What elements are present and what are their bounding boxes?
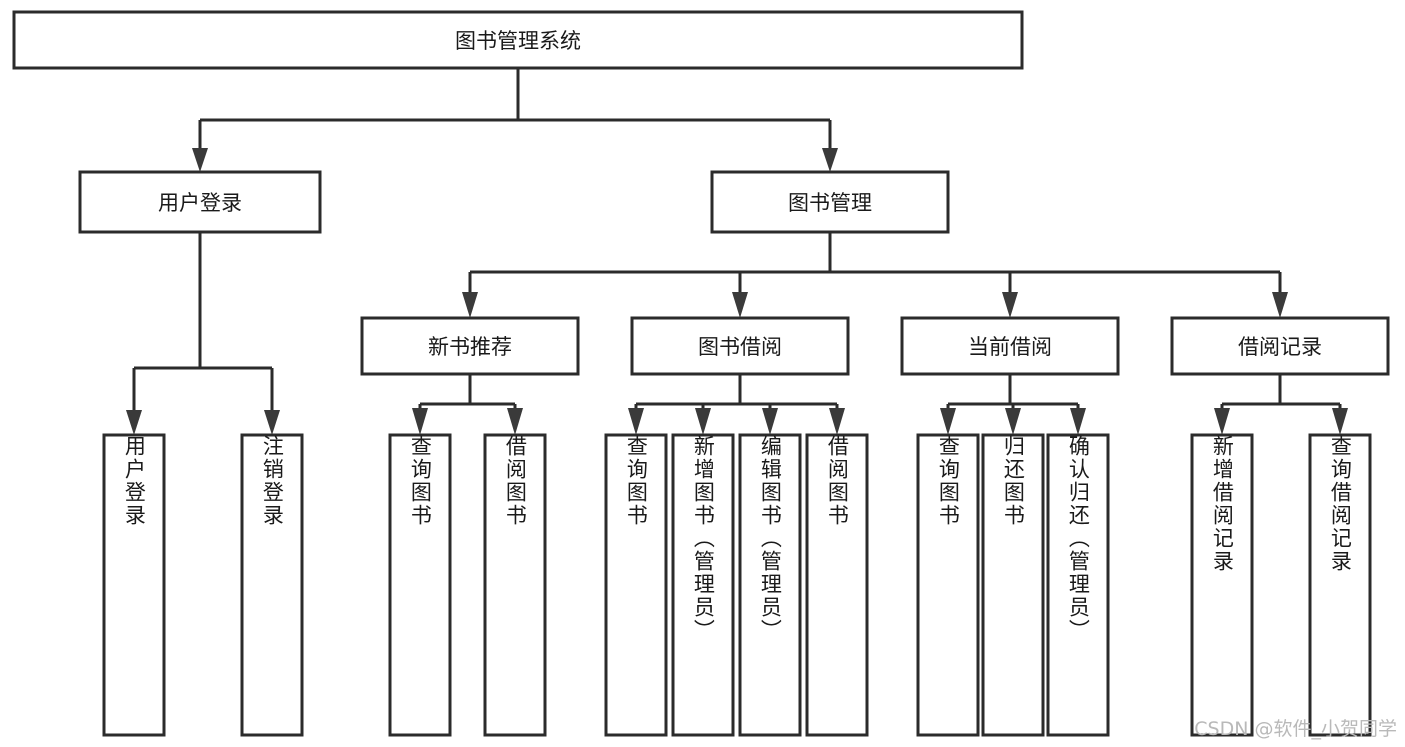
node-box-leaf-add-book[interactable] xyxy=(671,433,735,737)
node-box-leaf-query-record[interactable] xyxy=(1308,433,1372,737)
arrowhead-current-borrow xyxy=(1002,292,1018,318)
node-box-leaf-return-book[interactable] xyxy=(981,433,1045,737)
node-box-leaf-confirm-return[interactable] xyxy=(1046,433,1110,737)
arrowhead-book-manage xyxy=(822,148,838,172)
node-box-new-book-recommend[interactable] xyxy=(360,316,580,376)
node-box-book-manage[interactable] xyxy=(710,170,950,234)
arrowhead-leaf-borrow-book-1 xyxy=(507,408,523,435)
arrowhead-leaf-logout xyxy=(264,410,280,435)
node-box-leaf-user-login[interactable] xyxy=(102,433,166,737)
arrowhead-leaf-borrow-book-2 xyxy=(829,408,845,435)
arrowhead-leaf-add-book xyxy=(695,408,711,435)
arrowhead-leaf-add-record xyxy=(1214,408,1230,435)
node-box-root[interactable] xyxy=(12,10,1024,70)
arrowhead-leaf-query-book-3 xyxy=(940,408,956,435)
arrowhead-user-login xyxy=(192,148,208,172)
node-box-book-borrow[interactable] xyxy=(630,316,850,376)
node-box-leaf-query-book-2[interactable] xyxy=(604,433,668,737)
node-box-leaf-query-book-1[interactable] xyxy=(388,433,452,737)
node-box-current-borrow[interactable] xyxy=(900,316,1120,376)
node-box-leaf-edit-book[interactable] xyxy=(738,433,802,737)
arrowhead-leaf-query-book-2 xyxy=(628,408,644,435)
node-box-leaf-borrow-book-1[interactable] xyxy=(483,433,547,737)
arrowhead-leaf-return-book xyxy=(1005,408,1021,435)
arrowhead-book-borrow xyxy=(732,292,748,318)
arrowhead-leaf-query-book-1 xyxy=(412,408,428,435)
arrowhead-leaf-confirm-return xyxy=(1070,408,1086,435)
node-box-leaf-logout[interactable] xyxy=(240,433,304,737)
arrowhead-leaf-query-record xyxy=(1332,408,1348,435)
arrowhead-leaf-user-login xyxy=(126,410,142,435)
node-box-borrow-record[interactable] xyxy=(1170,316,1390,376)
node-box-leaf-add-record[interactable] xyxy=(1190,433,1254,737)
arrowhead-new-book-recommend xyxy=(462,292,478,318)
arrowhead-leaf-edit-book xyxy=(762,408,778,435)
node-box-leaf-borrow-book-2[interactable] xyxy=(805,433,869,737)
arrowhead-borrow-record xyxy=(1272,292,1288,318)
node-box-leaf-query-book-3[interactable] xyxy=(916,433,980,737)
node-box-user-login[interactable] xyxy=(78,170,322,234)
